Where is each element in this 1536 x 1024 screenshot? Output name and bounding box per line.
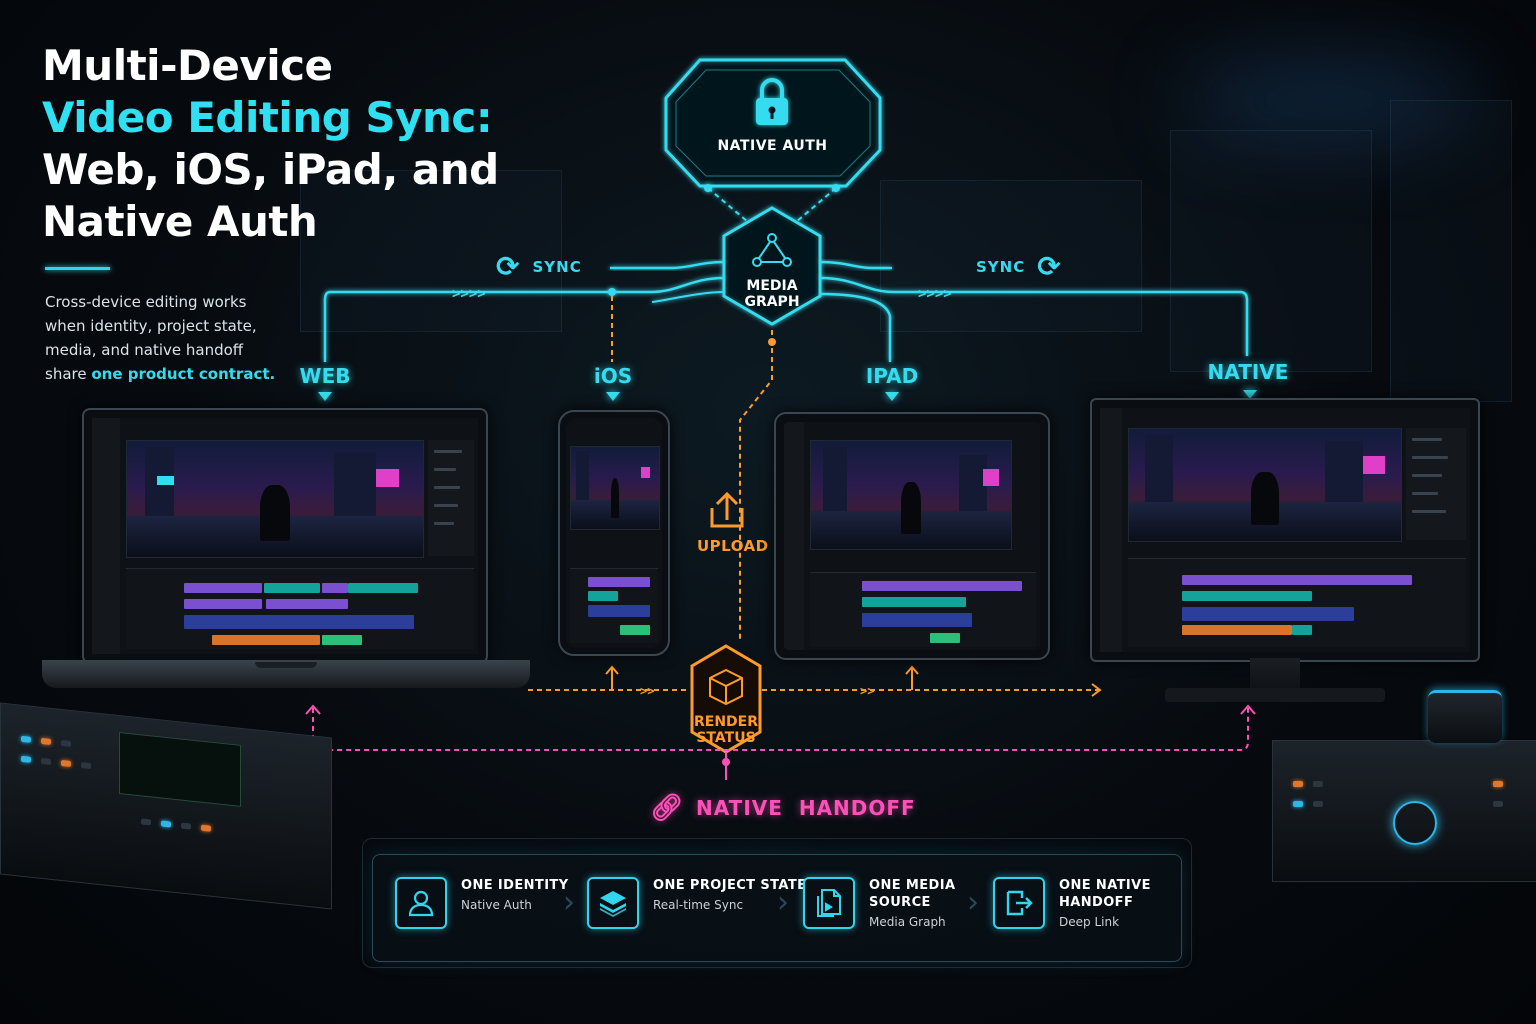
ios-video-preview <box>570 446 660 530</box>
cube-icon <box>709 668 743 706</box>
ipad-label: IPAD <box>865 364 919 388</box>
media-graph-label: MEDIA GRAPH <box>730 278 814 310</box>
lock-icon <box>756 78 788 125</box>
title-divider <box>45 267 110 270</box>
background-window <box>880 180 1142 332</box>
svg-text:>>>>: >>>> <box>918 286 952 302</box>
upload-icon <box>710 491 744 528</box>
chevron-right-icon: › <box>967 885 979 920</box>
graph-icon <box>752 233 792 267</box>
speaker <box>1428 690 1502 743</box>
description-highlight: one product contract. <box>91 365 276 383</box>
ios-label: iOS <box>593 364 633 388</box>
ipad-tablet <box>774 412 1050 660</box>
render-status-line-2: STATUS <box>696 730 756 746</box>
feature-title: ONE IDENTITY <box>461 878 569 893</box>
title-block: Multi-Device Video Editing Sync: Web, iO… <box>42 40 499 248</box>
auth-hex-inner <box>675 69 871 177</box>
feature-subtitle: Deep Link <box>1059 915 1120 929</box>
feature-subtitle: Media Graph <box>869 915 946 929</box>
monitor-foot <box>1165 688 1385 702</box>
web-video-preview <box>126 440 424 558</box>
svg-text:>>: >> <box>860 684 874 698</box>
ipad-editor-screen <box>784 422 1040 650</box>
svg-text:>>: >> <box>640 684 654 698</box>
web-timeline <box>126 568 474 649</box>
background-glow <box>1180 60 1480 140</box>
feature-title-line-2: HANDOFF <box>1059 895 1134 910</box>
feature-title: ONE MEDIA <box>869 878 956 893</box>
user-icon <box>395 877 447 929</box>
native-editor-screen <box>1100 408 1470 652</box>
native-timeline <box>1128 558 1466 647</box>
web-arrow <box>318 392 332 401</box>
background-window <box>1170 130 1372 372</box>
native-properties-panel <box>1406 428 1466 540</box>
waveform-screen <box>119 732 241 807</box>
feature-one-native-handoff: ONE NATIVE HANDOFF Deep Link <box>993 877 1151 931</box>
feature-title: ONE NATIVE <box>1059 878 1151 893</box>
web-toolbar <box>92 418 120 654</box>
render-status-label: RENDER STATUS <box>692 714 760 746</box>
native-handoff-text: NATIVE HANDOFF <box>696 796 916 820</box>
handoff-exit-icon <box>993 877 1045 929</box>
ios-editor-screen <box>566 418 662 648</box>
ipad-toolbar <box>784 422 804 650</box>
chevron-right-icon: › <box>777 885 789 920</box>
right-console <box>1272 740 1536 882</box>
laptop-notch <box>255 662 317 668</box>
web-properties-panel <box>428 440 474 556</box>
web-label: WEB <box>299 364 351 388</box>
native-video-preview <box>1128 428 1402 542</box>
sync-left-text: SYNC <box>532 258 582 276</box>
svg-text:>>>>: >>>> <box>452 286 486 302</box>
feature-one-identity: ONE IDENTITY Native Auth <box>395 877 569 929</box>
background-window <box>300 170 562 332</box>
ipad-video-preview <box>810 440 1012 550</box>
web-laptop <box>82 408 488 664</box>
control-dial <box>1393 801 1437 845</box>
title-line-4: Native Auth <box>42 197 318 246</box>
feature-subtitle: Native Auth <box>461 898 532 912</box>
native-arrow <box>1243 390 1257 399</box>
native-label: NATIVE <box>1207 360 1289 384</box>
feature-card: ONE IDENTITY Native Auth › ONE PROJECT S… <box>372 854 1182 962</box>
left-console <box>0 702 332 910</box>
media-graph-line-2: GRAPH <box>744 294 800 310</box>
chevron-right-icon: › <box>563 885 575 920</box>
web-editor-screen <box>92 418 478 654</box>
ios-timeline <box>570 568 658 643</box>
sync-icon: ⟳ <box>496 250 521 283</box>
title-line-2: Video Editing Sync: <box>42 93 493 142</box>
description-text: Cross-device editing works when identity… <box>45 293 257 383</box>
sync-right-text: SYNC <box>976 258 1026 276</box>
native-auth-label: NATIVE AUTH <box>717 138 828 154</box>
description: Cross-device editing works when identity… <box>45 290 285 386</box>
ipad-arrow <box>885 392 899 401</box>
title-line-1: Multi-Device <box>42 41 333 90</box>
graph-hex-frame <box>722 206 822 326</box>
upload-label: UPLOAD <box>697 537 769 555</box>
native-handoff-label: 🔗︎ NATIVE HANDOFF <box>650 793 916 823</box>
feature-one-project-state: ONE PROJECT STATE Real-time Sync <box>587 877 806 929</box>
feature-subtitle: Real-time Sync <box>653 898 744 912</box>
ipad-timeline <box>810 572 1036 647</box>
media-file-icon <box>803 877 855 929</box>
title-line-3: Web, iOS, iPad, and <box>42 145 499 194</box>
ios-arrow <box>606 392 620 401</box>
render-status-line-1: RENDER <box>693 714 759 730</box>
feature-title: ONE PROJECT STATE <box>653 878 807 893</box>
ios-phone <box>558 410 670 656</box>
sync-icon: ⟳ <box>1037 250 1062 283</box>
native-toolbar <box>1100 408 1122 652</box>
sync-label-left: ⟳ SYNC <box>496 253 582 281</box>
sync-label-right: SYNC ⟳ <box>976 253 1062 281</box>
link-icon: 🔗︎ <box>650 793 685 823</box>
layers-icon <box>587 877 639 929</box>
native-monitor <box>1090 398 1480 662</box>
feature-card-frame <box>362 838 1192 968</box>
feature-one-media-source: ONE MEDIA SOURCE Media Graph <box>803 877 955 931</box>
media-graph-line-1: MEDIA <box>746 278 798 294</box>
feature-title-line-2: SOURCE <box>869 895 931 910</box>
